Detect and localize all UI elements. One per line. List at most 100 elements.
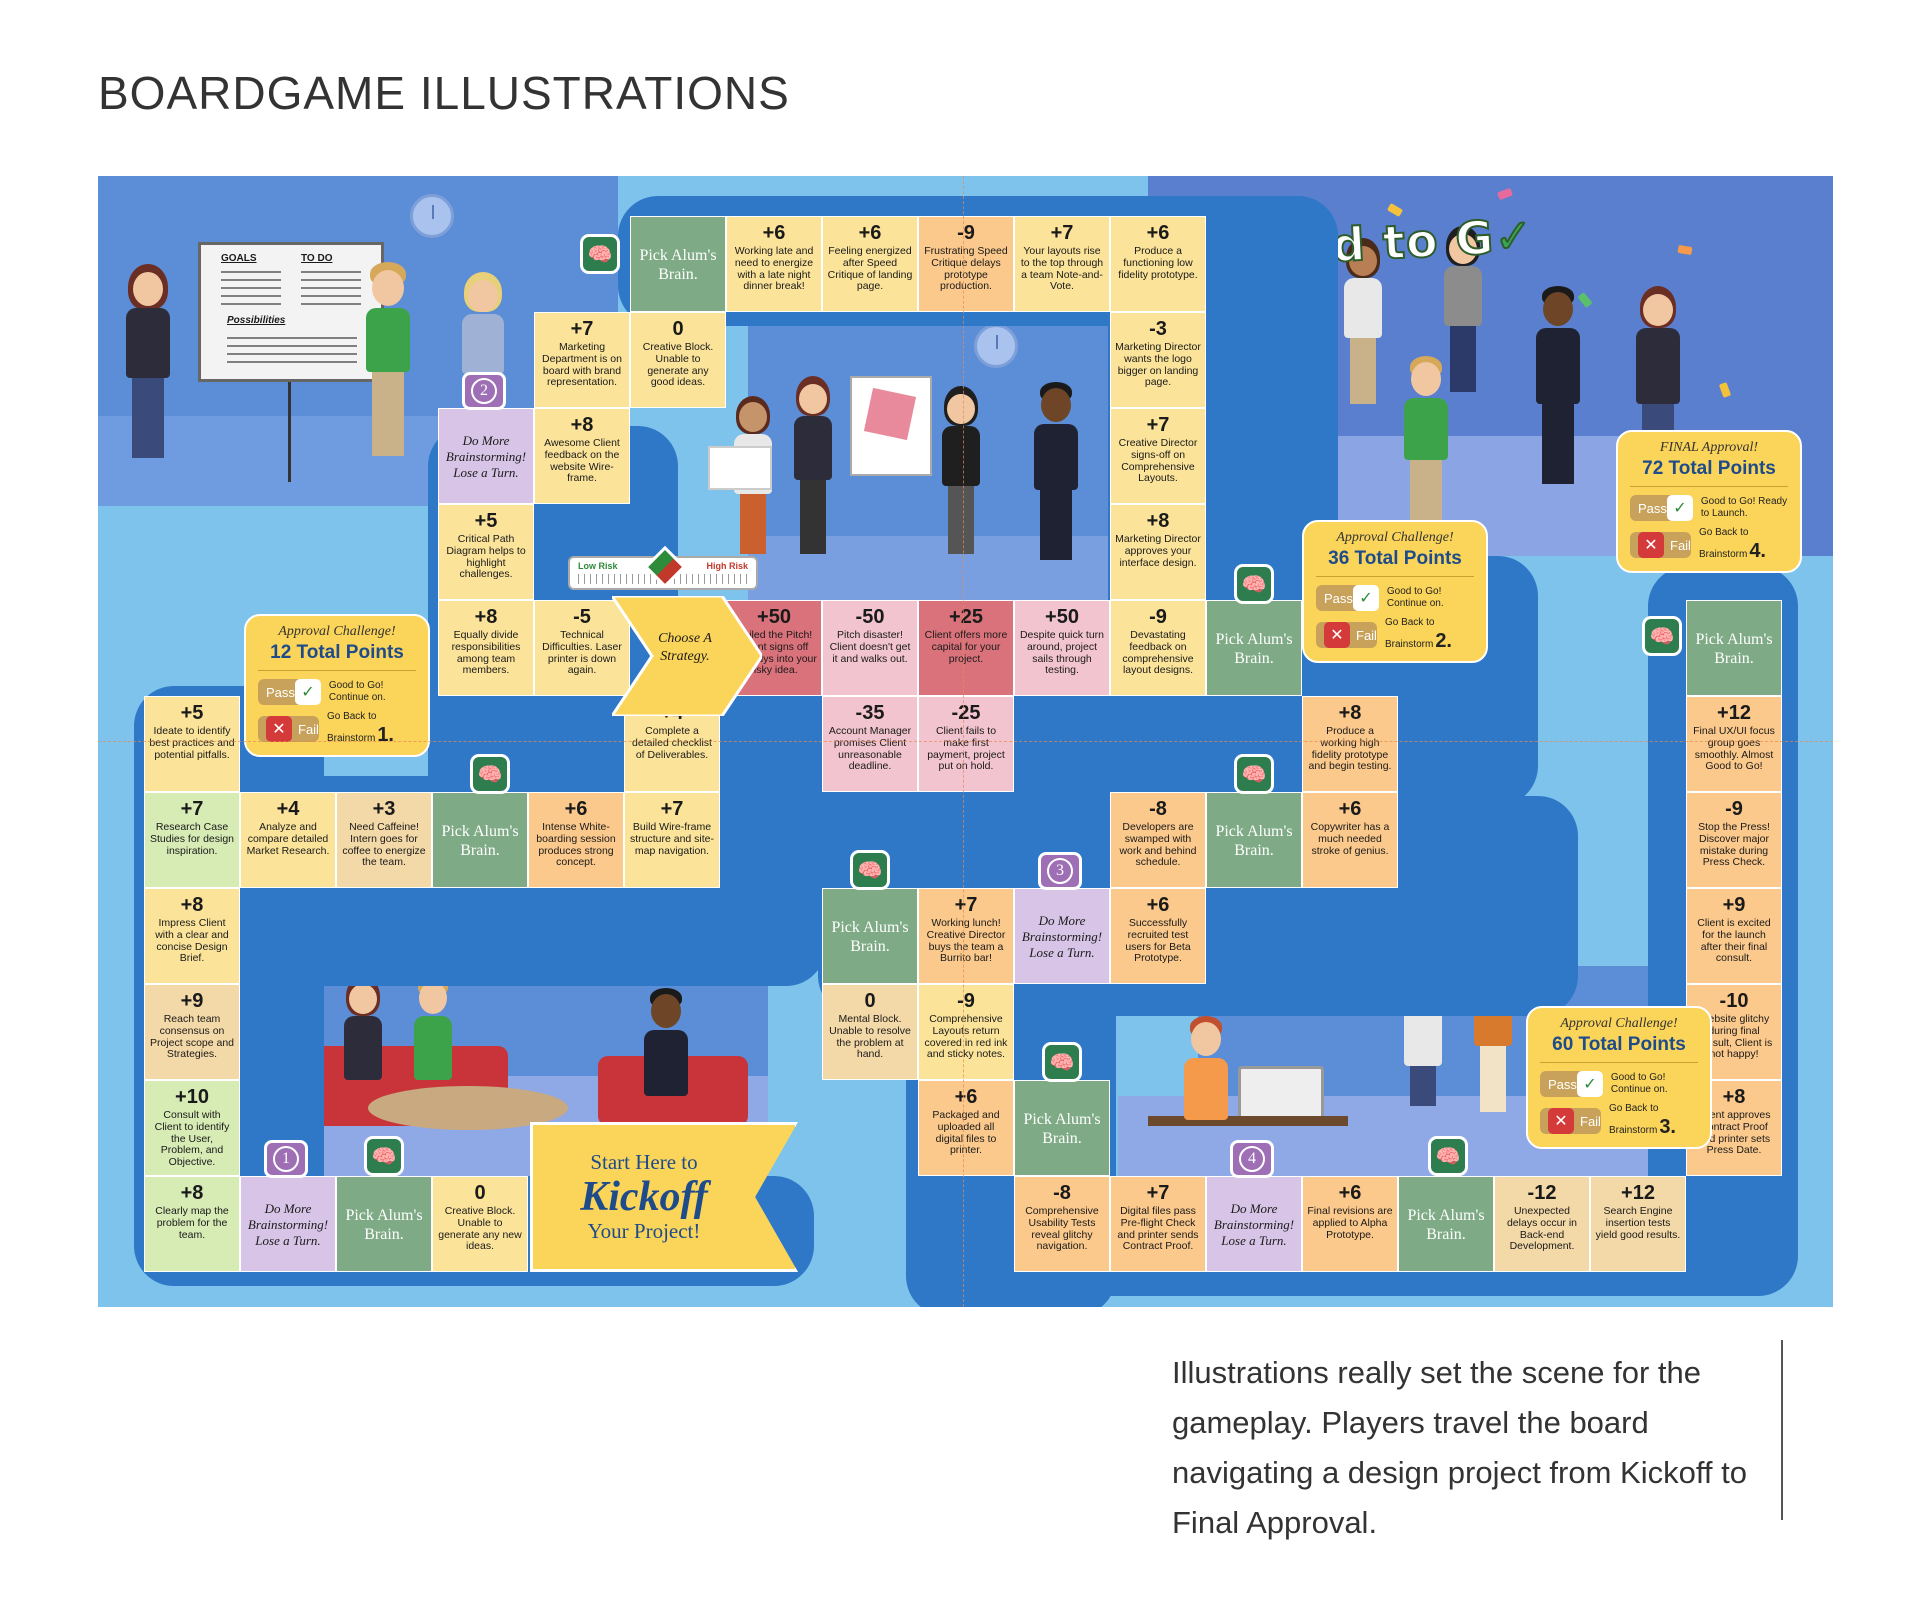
brainstorm-badge-1: 1 xyxy=(264,1140,308,1178)
brain-icon: 🧠 xyxy=(1642,616,1682,656)
fail-button[interactable]: ✕Fail xyxy=(1630,532,1691,558)
board-space-pick-brain[interactable]: Pick Alum's Brain. xyxy=(336,1176,432,1272)
board-space-pick-brain[interactable]: Pick Alum's Brain. xyxy=(1206,600,1302,696)
board-space-lose-turn[interactable]: Do More Brainstorming! Lose a Turn. xyxy=(438,408,534,504)
pass-button[interactable]: Pass✓ xyxy=(258,679,321,705)
board-space-pick-brain[interactable]: Pick Alum's Brain. xyxy=(630,216,726,312)
fail-button[interactable]: ✕Fail xyxy=(1316,622,1377,648)
whiteboard-scribbles xyxy=(301,269,361,305)
fold-line-horizontal xyxy=(98,741,1833,742)
brain-icon: 🧠 xyxy=(850,850,890,890)
board-space-pick-brain[interactable]: Pick Alum's Brain. xyxy=(822,888,918,984)
whiteboard-possibilities: Possibilities xyxy=(227,315,286,326)
approval-challenge-3[interactable]: Approval Challenge! 60 Total Points Pass… xyxy=(1526,1006,1712,1149)
board-space-pick-brain[interactable]: Pick Alum's Brain. xyxy=(432,792,528,888)
checkmark-icon: ✓ xyxy=(1492,207,1536,265)
x-icon: ✕ xyxy=(1324,622,1350,648)
whiteboard: GOALS TO DO Possibilities xyxy=(198,242,384,382)
brain-icon: 🧠 xyxy=(364,1136,404,1176)
fail-button[interactable]: ✕Fail xyxy=(258,716,319,742)
brainstorm-badge-4: 4 xyxy=(1230,1140,1274,1178)
start-kickoff-flag[interactable]: Start Here to Kickoff Your Project! xyxy=(530,1122,798,1272)
board-space-lose-turn[interactable]: Do More Brainstorming! Lose a Turn. xyxy=(1206,1176,1302,1272)
desk xyxy=(1148,1116,1348,1126)
brain-icon: 🧠 xyxy=(1042,1042,1082,1082)
choose-strategy-space[interactable]: Choose A Strategy. xyxy=(612,596,762,716)
approval-challenge-2[interactable]: Approval Challenge! 36 Total Points Pass… xyxy=(1302,520,1488,663)
pass-button[interactable]: Pass✓ xyxy=(1316,585,1379,611)
brain-icon: 🧠 xyxy=(580,234,620,274)
fail-button[interactable]: ✕Fail xyxy=(1540,1108,1601,1134)
x-icon: ✕ xyxy=(1638,532,1664,558)
game-board: GOALS TO DO Possibilities xyxy=(98,176,1833,1307)
board-space-lose-turn[interactable]: Do More Brainstorming! Lose a Turn. xyxy=(1014,888,1110,984)
board-space-pick-brain[interactable]: Pick Alum's Brain. xyxy=(1014,1080,1110,1176)
strategy-label: Choose A Strategy. xyxy=(658,631,712,665)
man-at-desk-illustration xyxy=(1178,1016,1234,1126)
man-with-briefcase-illustration xyxy=(1028,382,1084,562)
final-approval[interactable]: FINAL Approval! 72 Total Points Pass✓Goo… xyxy=(1616,430,1802,573)
board-space-pick-brain[interactable]: Pick Alum's Brain. xyxy=(1686,600,1782,696)
board-space-lose-turn[interactable]: Do More Brainstorming! Lose a Turn. xyxy=(240,1176,336,1272)
cheering-woman-illustration xyxy=(1438,226,1488,396)
wall-clock-icon xyxy=(410,194,454,238)
pass-button[interactable]: Pass✓ xyxy=(1630,495,1693,521)
checkmark-icon: ✓ xyxy=(1666,495,1693,521)
caption-text: Illustrations really set the scene for t… xyxy=(1172,1355,1747,1540)
board-space-pick-brain[interactable]: Pick Alum's Brain. xyxy=(1206,792,1302,888)
cube-graphic-icon xyxy=(863,387,917,441)
pass-button[interactable]: Pass✓ xyxy=(1540,1071,1603,1097)
brain-icon: 🧠 xyxy=(1234,564,1274,604)
board-space-pick-brain[interactable]: Pick Alum's Brain. xyxy=(1398,1176,1494,1272)
approval-challenge-1[interactable]: Approval Challenge! 12 Total Points Pass… xyxy=(244,614,430,757)
